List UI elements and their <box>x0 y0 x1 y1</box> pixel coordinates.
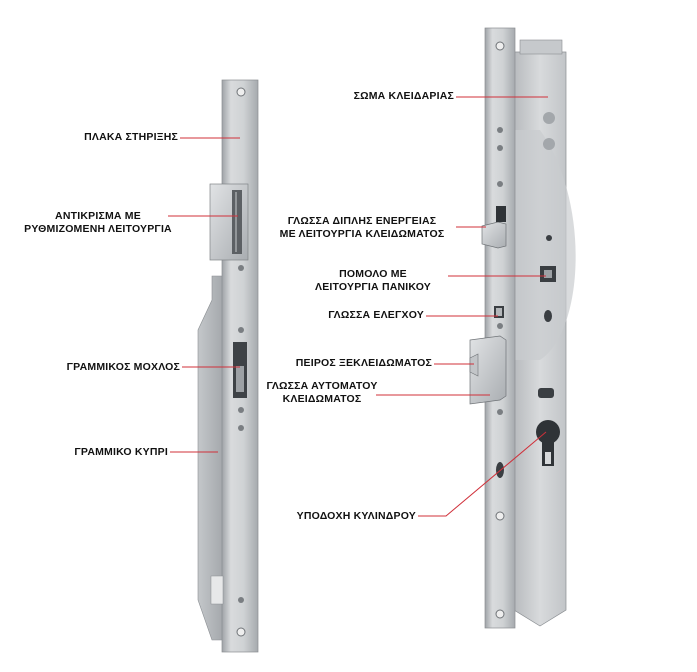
label-auto-lock-latch: ΓΛΩΣΣΑ ΑΥΤΟΜΑΤΟΥ ΚΛΕΙΔΩΜΑΤΟΣ <box>266 380 378 405</box>
body-hole <box>543 112 555 124</box>
screw-hole <box>497 323 503 329</box>
screw-hole <box>238 327 244 333</box>
top-bracket <box>519 39 563 55</box>
label-double-action-latch: ΓΛΩΣΣΑ ΔΙΠΛΗΣ ΕΝΕΡΓΕΙΑΣ ΜΕ ΛΕΙΤΟΥΡΓΙΑ ΚΛ… <box>279 215 445 240</box>
unlock-pin <box>469 353 479 377</box>
screw-hole <box>497 145 503 151</box>
body-hole <box>546 235 552 241</box>
strike-slot <box>232 190 242 254</box>
screw-hole <box>238 597 244 603</box>
cylinder-cam <box>545 452 551 464</box>
bolt-tongue <box>236 366 244 392</box>
label-linear-box: ΓΡΑΜΜΙΚΟ ΚΥΠΡΙ <box>74 446 168 458</box>
body-curve-panel <box>514 130 576 360</box>
leader-cylinder-seat <box>418 431 547 517</box>
left-assembly <box>197 79 259 653</box>
panic-knob-spindle <box>544 270 552 278</box>
strike-block <box>209 183 249 261</box>
screw-hole <box>497 181 503 187</box>
right-assembly <box>469 27 576 629</box>
screw-hole <box>236 627 246 637</box>
label-unlock-pin: ΠΕΙΡΟΣ ΞΕΚΛΕΙΔΩΜΑΤΟΣ <box>295 357 432 369</box>
screw-hole <box>497 409 503 415</box>
latch-window <box>496 206 506 222</box>
screw-hole <box>238 425 244 431</box>
screw-hole <box>495 41 505 51</box>
screw-hole <box>495 609 505 619</box>
body-hole <box>544 310 552 322</box>
label-lock-body: ΣΩΜΑ ΚΛΕΙΔΑΡΙΑΣ <box>353 90 454 102</box>
double-action-latch <box>481 221 507 249</box>
label-control-latch: ΓΛΩΣΣΑ ΕΛΕΓΧΟΥ <box>328 309 424 321</box>
label-mounting-plate: ΠΛΑΚΑ ΣΤΗΡΙΞΗΣ <box>84 131 178 143</box>
screw-hole <box>238 407 244 413</box>
screw-hole <box>495 511 505 521</box>
control-latch-tongue <box>496 308 502 316</box>
label-panic-knob: ΠΟΜΟΛΟ ΜΕ ΛΕΙΤΟΥΡΓΙΑ ΠΑΝΙΚΟΥ <box>314 268 431 293</box>
label-cylinder-seat: ΥΠΟΔΟΧΗ ΚΥΛΙΝΔΡΟΥ <box>296 510 416 522</box>
screw-hole <box>497 127 503 133</box>
screw-hole <box>238 265 244 271</box>
label-adjustable-strike: ΑΝΤΙΚΡΙΣΜΑ ΜΕ ΡΥΘΜΙΖΟΜΕΝΗ ΛΕΙΤΟΥΡΓΙΑ <box>24 210 172 235</box>
leader-lines <box>168 96 548 517</box>
cylinder-top-slot <box>538 388 554 398</box>
auto-lock-latch <box>469 335 507 405</box>
body-hole <box>543 138 555 150</box>
screw-hole <box>236 87 246 97</box>
label-linear-bolt: ΓΡΑΜΜΙΚΟΣ ΜΟΧΛΟΣ <box>66 361 180 373</box>
bottom-slot <box>210 575 224 605</box>
